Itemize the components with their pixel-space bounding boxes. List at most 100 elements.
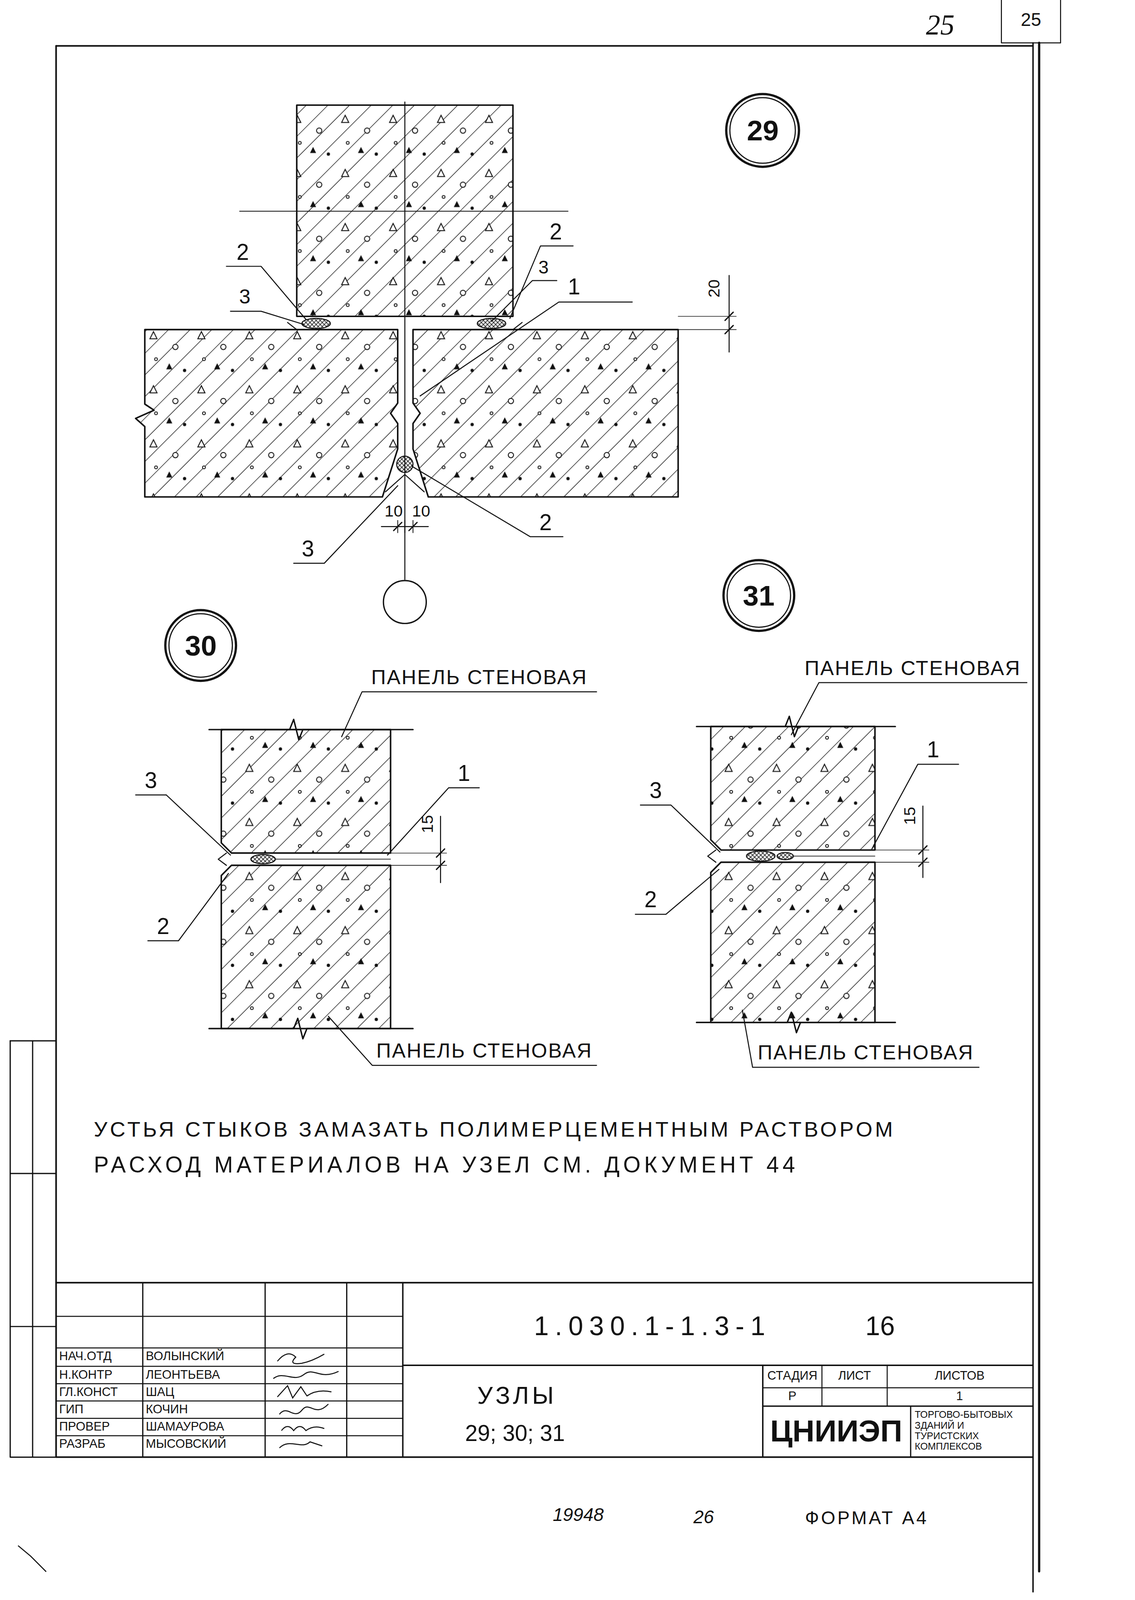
leader-line [341,691,597,737]
title-block-line [55,1417,403,1419]
callout-number: 3 [238,285,251,308]
concrete-aggregate [412,329,679,497]
concrete-aggregate [710,726,875,850]
inner-ring [727,563,791,628]
callout-number: 2 [549,219,562,244]
panel-outline [412,329,679,497]
concrete-aggregate [135,329,398,497]
header-cell: ЛИСТОВ [934,1368,985,1383]
leader-line [230,311,304,325]
name-cell: ВОЛЫНСКИЙ [145,1349,225,1363]
leader-line [791,682,1027,735]
format-label: ФОРМАТ А4 [805,1507,929,1528]
signature [279,1441,323,1448]
callout-number: 3 [649,778,662,803]
sheet-title: 29; 30; 31 [465,1420,566,1445]
dimension-tick [393,522,402,531]
dimension-value: 10 [411,501,431,521]
leader-line [135,794,167,796]
detail-marker-circle: 31 [722,558,796,633]
title-block-line [142,1282,144,1457]
leader-line [510,245,574,318]
leader-line [420,302,633,397]
margin-strip [32,1040,34,1457]
drawing-group [9,0,1061,1592]
panel-outline [221,865,391,1029]
axis-marker [383,580,427,624]
title-block-line [886,1364,888,1406]
callout-number: 2 [236,239,249,264]
signature [277,1353,325,1364]
concrete-hatch [710,862,875,1023]
detail-marker-circle: 29 [724,92,801,169]
detail-number: 31 [743,581,775,610]
title-block-line [402,1364,1034,1366]
joint-mouth [218,852,227,866]
dimension-line [440,816,442,883]
mortar-line [793,855,876,857]
signature [279,1403,329,1414]
dimension-value: 20 [704,279,724,298]
sheet-number-box [1060,0,1061,43]
concrete-hatch [135,329,398,497]
sealing-gasket [477,318,506,329]
break-line [696,1011,896,1033]
organization-name: ЦНИИЭП [770,1413,903,1448]
name-cell: МЫСОВСКИЙ [145,1437,227,1452]
name-cell: ШАЦ [145,1385,175,1399]
name-cell: ШАМАУРОВА [145,1419,224,1434]
leader-line [872,763,959,849]
panel-label: ПАНЕЛЬ СТЕНОВАЯ [757,1040,974,1064]
title-block-line [55,1365,403,1367]
dimension-line [922,805,924,878]
signature [273,1371,339,1379]
title-block-line [762,1387,1033,1388]
dimension-value: 10 [384,501,403,521]
header-cell: СТАДИЯ [767,1368,818,1383]
title-block-line [762,1405,1033,1407]
title-block-line [264,1282,266,1457]
concrete-hatch [221,865,391,1029]
organization-subtitle: ТОРГОВО-БЫТОВЫХ ЗДАНИЙ И ТУРИСТСКИХ КОМП… [914,1409,1029,1453]
panel-label: ПАНЕЛЬ СТЕНОВАЯ [804,656,1021,680]
value-cell: Р [788,1389,797,1403]
callout-number: 1 [926,737,940,762]
leader-line [742,1010,980,1068]
title-block-line [55,1382,403,1384]
joint-mouth [287,322,297,330]
sealing-gasket [250,854,276,864]
concrete-hatch [221,729,391,853]
title-block-line [55,1281,1033,1284]
role-cell: НАЧ.ОТД [59,1349,112,1363]
value-cell: 1 [956,1389,963,1403]
axis-line [404,102,406,580]
signature [277,1385,332,1398]
detail-number: 30 [184,631,217,660]
sealing-gasket [746,850,776,861]
name-cell: ЛЕОНТЬЕВА [145,1367,220,1382]
leader-line [491,280,557,322]
margin-strip [9,1172,56,1175]
leader-line [387,787,480,855]
concrete-aggregate [710,862,875,1023]
title-block-line [55,1434,403,1436]
leader-line [293,485,398,564]
note-text: РАСХОД МАТЕРИАЛОВ НА УЗЕЛ СМ. ДОКУМЕНТ 4… [94,1152,799,1177]
note-text: УСТЬЯ СТЫКОВ ЗАМАЗАТЬ ПОЛИМЕРЦЕМЕНТНЫМ Р… [94,1117,896,1141]
inner-ring [168,613,233,678]
role-cell: ГЛ.КОНСТ [59,1385,118,1399]
frame-line [1032,42,1034,1592]
extension-line [874,849,929,850]
panel-label: ПАНЕЛЬ СТЕНОВАЯ [376,1039,593,1062]
header-cell: ЛИСТ [838,1368,872,1383]
extension-line [678,329,737,330]
frame-line [1037,42,1041,1572]
dimension-value: 15 [418,814,437,833]
drawing-code: 1.030.1-1.3-1 [534,1311,772,1341]
detail-marker-circle: 30 [163,608,238,683]
break-line [208,1018,413,1039]
extension-line [390,852,447,853]
callout-number: 1 [567,274,580,299]
dimension-value: 15 [900,806,919,825]
panel-outline [710,726,875,850]
